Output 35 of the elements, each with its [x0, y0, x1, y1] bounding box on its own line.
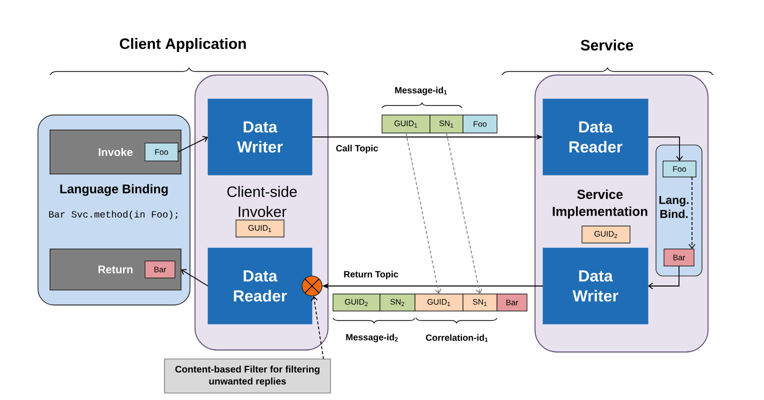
brace-label: Message-id$_{1}$ [395, 86, 447, 96]
field-box: Foo [662, 160, 696, 178]
field-box: Bar [664, 248, 694, 266]
edge-label: Call Topic [334, 144, 380, 154]
field-box: Bar [496, 294, 528, 312]
component-box: Data Writer [208, 98, 312, 176]
field-box: GUID$_{2}$ [332, 294, 380, 312]
brace-label: Correlation-id$_{1}$ [426, 334, 488, 342]
field-box: GUID$_{1}$ [236, 220, 284, 238]
edge-label: Return Topic [342, 270, 400, 280]
field-box: GUID$_{1}$ [382, 114, 430, 134]
component-box: Data Writer [542, 248, 648, 324]
field-box: GUID$_{1}$ [414, 294, 464, 312]
field-box: SN$_{1}$ [462, 294, 498, 312]
dashed-arrow [406, 132, 442, 294]
field-box: SN$_{1}$ [430, 114, 464, 134]
field-box: SN$_{2}$ [380, 294, 416, 312]
dashed-arrow [446, 132, 482, 294]
note-box: Content-based Filter for filtering unwanted replies [164, 358, 331, 394]
group-heading: Client Application [120, 38, 246, 52]
crossed-circle [302, 276, 322, 296]
field-box: Bar [144, 260, 176, 278]
brace-label: Message-id$_{2}$ [346, 334, 398, 342]
component-box: Data Reader [208, 248, 312, 324]
group-heading: Service [580, 40, 634, 50]
arrow [648, 136, 683, 161]
field-box: GUID$_{2}$ [582, 226, 630, 244]
field-box: Foo [462, 114, 498, 134]
component-box: Data Reader [542, 98, 648, 176]
field-box: Foo [144, 142, 178, 162]
dashed-arrow [310, 296, 324, 360]
arrow [181, 268, 208, 286]
arrow [648, 266, 680, 290]
arrow [178, 136, 208, 152]
dashed-arrow [688, 176, 696, 249]
